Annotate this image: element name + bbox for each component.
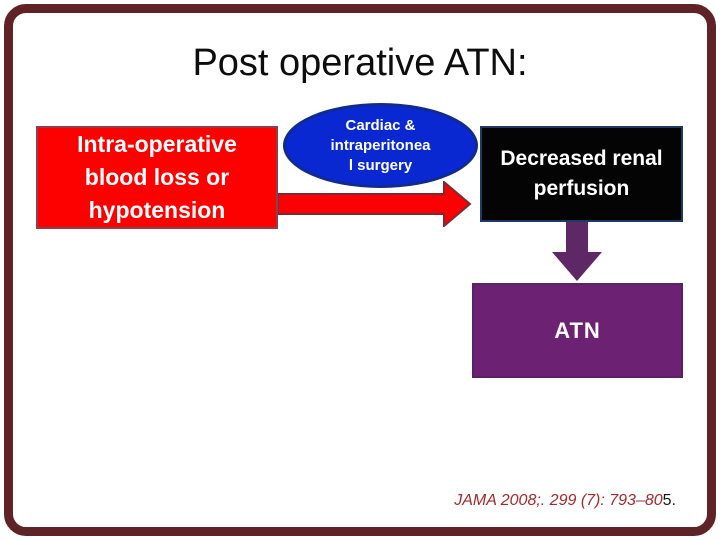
surgery-type-ellipse: Cardiac & intraperitonea l surgery [283, 103, 478, 188]
surgery-ellipse-line: intraperitonea [330, 136, 431, 154]
purple-down-arrow-icon [552, 222, 602, 281]
cause-box-line: blood loss or [84, 164, 230, 190]
atn-box-label: ATN [554, 317, 601, 343]
perfusion-box-line: perfusion [533, 177, 630, 200]
red-right-arrow-icon [278, 181, 472, 227]
citation-suffix-text: 5. [662, 492, 676, 509]
surgery-ellipse-line: Cardiac & [345, 116, 416, 134]
intraoperative-cause-box: Intra-operative blood loss or hypotensio… [36, 126, 278, 229]
perfusion-box-line: Decreased renal [500, 147, 663, 170]
cause-box-line: hypotension [88, 197, 226, 223]
citation: JAMA 2008;. 299 (7): 793–805. [454, 492, 676, 510]
citation-reference-text: JAMA 2008;. 299 (7): 793–80 [454, 492, 663, 509]
atn-result-box: ATN [472, 283, 683, 378]
decreased-perfusion-box: Decreased renal perfusion [480, 126, 683, 222]
surgery-ellipse-line: l surgery [348, 156, 413, 174]
slide-title: Post operative ATN: [192, 42, 528, 84]
cause-box-line: Intra-operative [77, 131, 237, 157]
